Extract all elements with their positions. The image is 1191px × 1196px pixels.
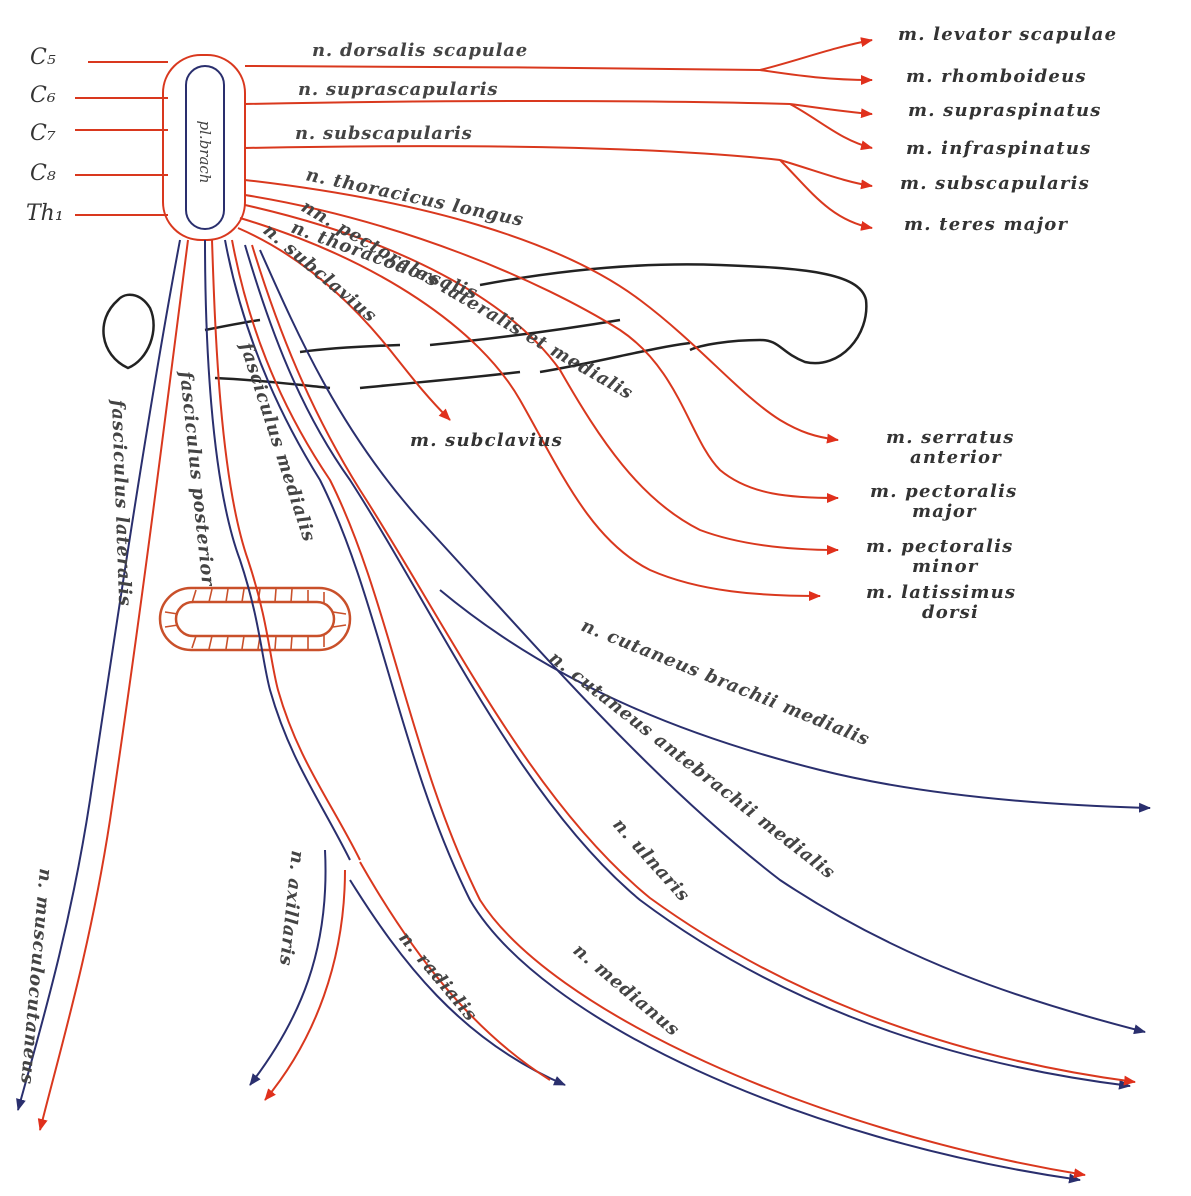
branch-pectoralis-major [244, 194, 839, 503]
label-n-medianus: n. medianus [569, 940, 684, 1041]
posterior-cord-blue [204, 239, 351, 861]
ulnaris-red [251, 244, 1136, 1086]
dorsalis-scapulae-trunk [244, 65, 761, 71]
spinal-roots: C₅ C₆ C₇ C₈ Th₁ [26, 45, 168, 226]
lateral-cord-red [37, 239, 189, 1131]
ulnaris-blue [244, 244, 1131, 1090]
label-subclavius: m. subclavius [410, 430, 563, 451]
label-levator-scapulae: m. levator scapulae [898, 24, 1117, 45]
axillaris-red [264, 869, 346, 1101]
branch-infraspinatus [789, 103, 873, 151]
label-n-radialis: n. radialis [394, 928, 481, 1026]
label-n-axillaris: n. axillaris [275, 849, 308, 967]
plexus-inner-capsule [185, 65, 225, 230]
lateral-cord-blue [16, 239, 181, 1111]
label-pectoralis-major-2: major [912, 501, 977, 522]
radialis-blue [349, 879, 566, 1086]
label-serratus-1: m. serratus [886, 427, 1015, 448]
branch-rhomboideus [759, 69, 873, 85]
label-pectoralis-major-1: m. pectoralis [870, 481, 1017, 502]
root-c5: C₅ [30, 45, 56, 70]
root-c6: C₆ [30, 83, 56, 108]
branch-latissimus-dorsi [239, 217, 821, 601]
suprascapularis-trunk [244, 100, 791, 105]
label-n-cutaneus-antebrachii: n. cutaneus antebrachii medialis [545, 647, 839, 883]
nerve-labels: n. dorsalis scapulae n. suprascapularis … [16, 40, 873, 1086]
root-th1: Th₁ [26, 201, 64, 226]
branch-supraspinatus [789, 103, 873, 119]
branch-teres-major [779, 159, 873, 231]
posterior-cord-red [211, 239, 361, 861]
cutaneus-antebrachii-nerve [259, 249, 1146, 1035]
subscapularis-trunk [244, 145, 781, 161]
label-n-dorsalis-scapulae: n. dorsalis scapulae [312, 40, 528, 61]
muscle-labels: m. levator scapulae m. rhomboideus m. su… [410, 24, 1117, 623]
label-pectoralis-minor-2: minor [912, 556, 979, 577]
rib-ring-outer [158, 586, 352, 652]
label-latissimus-2: dorsi [922, 602, 979, 623]
root-c8: C₈ [30, 161, 56, 186]
medianus-blue [224, 239, 1081, 1184]
branch-subscapularis [779, 159, 873, 190]
label-n-subscapularis: n. subscapularis [295, 123, 473, 144]
branch-levator-scapulae [759, 37, 873, 71]
upper-branches [237, 37, 873, 601]
root-c7: C₇ [30, 121, 56, 146]
label-pectoralis-minor-1: m. pectoralis [866, 536, 1013, 557]
label-infraspinatus: m. infraspinatus [906, 138, 1091, 159]
plexus-capsule: pl.brach [162, 54, 246, 241]
label-n-suprascapularis: n. suprascapularis [298, 79, 498, 100]
axillaris-blue [249, 849, 327, 1086]
label-n-musculocutaneus: n. musculocutaneus [16, 868, 56, 1086]
rib-ring-inner [174, 600, 336, 638]
cutaneus-brachii-nerve [439, 589, 1151, 813]
label-supraspinatus: m. supraspinatus [908, 100, 1102, 121]
label-n-cutaneus-brachii: n. cutaneus brachii medialis [578, 615, 873, 750]
cords-and-long-nerves [16, 239, 1151, 1184]
medianus-red [231, 239, 1086, 1179]
clavicle-end-outline [102, 293, 155, 370]
radialis-red [359, 861, 551, 1081]
label-latissimus-1: m. latissimus [866, 582, 1016, 603]
label-fasciculus-lateralis: fasciculus lateralis [107, 397, 135, 607]
branch-subclavius [237, 227, 451, 421]
label-rhomboideus: m. rhomboideus [906, 66, 1087, 87]
label-teres-major: m. teres major [904, 214, 1069, 235]
clavicle-outline [479, 263, 868, 365]
branch-pectoralis-minor [244, 204, 839, 555]
label-serratus-2: anterior [910, 447, 1002, 468]
plexus-label: pl.brach [196, 121, 214, 184]
label-subscapularis: m. subscapularis [900, 173, 1090, 194]
branch-serratus-anterior [244, 179, 839, 444]
label-n-ulnaris: n. ulnaris [608, 814, 694, 906]
